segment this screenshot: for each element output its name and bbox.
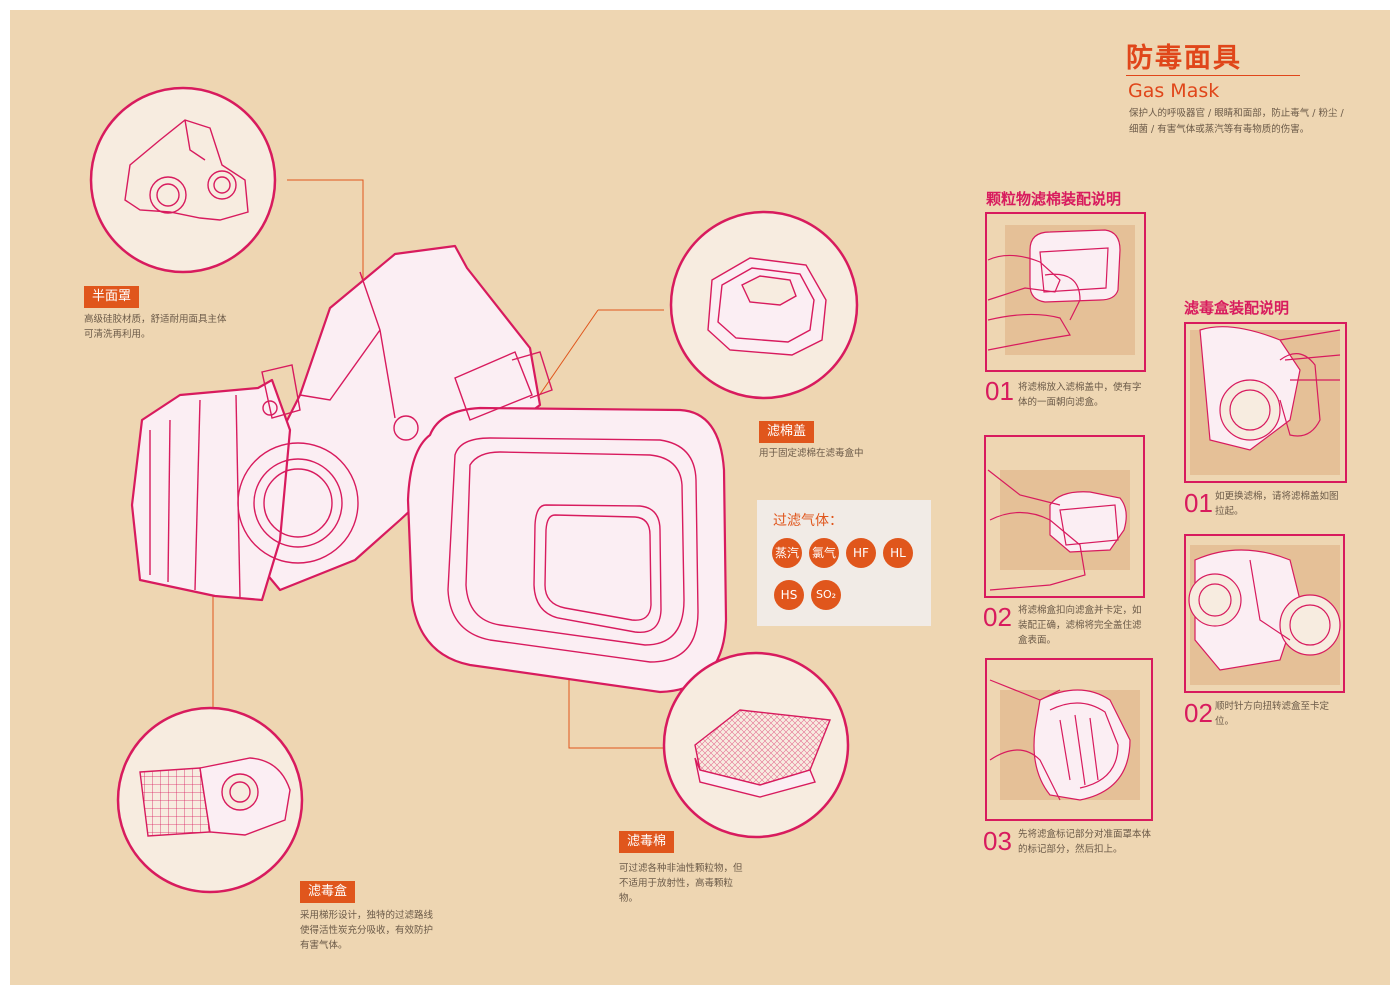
- filter-cotton-desc: 可过滤各种非油性颗粒物，但不适用于放射性，高毒颗粒物。: [619, 863, 743, 904]
- gas-chip-chlorine: 氯气: [809, 538, 839, 568]
- gas-chip-steam: 蒸汽: [772, 538, 802, 568]
- half-mask-desc: 高级硅胶材质，舒适耐用面具主体可清洗再利用。: [84, 314, 227, 340]
- cartridge-step-1-number: 01: [1184, 488, 1213, 518]
- gas-chip-hs: HS: [774, 580, 804, 610]
- half-mask-label: 半面罩: [84, 286, 140, 308]
- particulate-step-1-number: 01: [985, 376, 1014, 406]
- filtered-gases-title: 过滤气体：: [773, 513, 843, 529]
- filter-cap-label: 滤棉盖: [759, 421, 815, 443]
- page-title: 防毒面具: [1126, 43, 1242, 74]
- filtered-gases-box: 过滤气体： 蒸汽 氯气 HF HL HS SO₂: [757, 500, 931, 626]
- page-subtitle: Gas Mask: [1128, 80, 1220, 102]
- filter-cap-desc: 用于固定滤棉在滤毒盒中: [759, 448, 864, 459]
- particulate-step-3-text: 先将滤盒标记部分对准面罩本体的标记部分，然后扣上。: [1018, 829, 1152, 855]
- gas-chip-hl: HL: [883, 538, 913, 568]
- filter-cotton-label: 滤毒棉: [619, 831, 675, 853]
- particulate-step-2-text: 将滤棉盒扣向滤盒并卡定，如装配正确，滤棉将完全盖住滤盒表面。: [1018, 605, 1142, 646]
- cartridge-desc: 采用梯形设计，独特的过滤路线使得活性炭充分吸收，有效防护有害气体。: [300, 910, 434, 951]
- title-divider: [1126, 75, 1300, 76]
- cartridge-guide-title: 滤毒盒装配说明: [1184, 299, 1290, 317]
- intro-text: 保护人的呼吸器官 / 眼睛和面部，防止毒气 / 粉尘 / 细菌 / 有害气体或蒸…: [1129, 108, 1344, 135]
- gas-chip-so2: SO₂: [811, 580, 841, 610]
- cartridge-step-2-text: 顺时针方向扭转滤盒至卡定位。: [1215, 701, 1330, 727]
- cartridge-label: 滤毒盒: [300, 881, 356, 903]
- particulate-step-2-number: 02: [983, 602, 1012, 632]
- particulate-step-1-text: 将滤棉放入滤棉盖中，使有字体的一面朝向滤盒。: [1018, 382, 1142, 408]
- particulate-step-3-number: 03: [983, 826, 1012, 856]
- gas-chip-hf: HF: [846, 538, 876, 568]
- cartridge-step-1-text: 如更换滤棉，请将滤棉盖如图拉起。: [1215, 491, 1339, 517]
- particulate-guide-title: 颗粒物滤棉装配说明: [986, 190, 1122, 208]
- cartridge-step-2-number: 02: [1184, 698, 1213, 728]
